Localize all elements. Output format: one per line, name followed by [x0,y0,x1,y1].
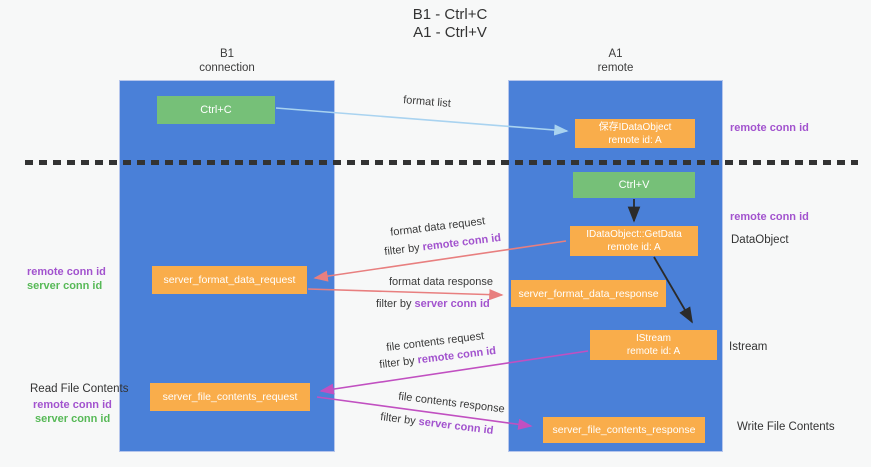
node-save-dataobject: 保存IDataObject remote id: A [575,119,695,148]
arrow-file-contents-request [319,350,589,395]
note-read-file-contents: Read File Contents [30,383,129,395]
node-istream: IStream remote id: A [590,330,717,360]
lane-b1-name: B1 [219,48,235,60]
node-server-format-data-request-label: server_format_data_request [163,274,296,286]
arrow-format-data-response [307,288,504,301]
lane-header-a1: A1 remote [508,47,723,75]
lane-header-b1: B1 connection [119,47,335,75]
node-server-file-contents-response: server_file_contents_response [543,417,705,443]
note-istream: Istream [729,341,768,353]
lane-a1-name: A1 [608,48,623,60]
node-istream-line2: remote id: A [626,346,681,357]
node-istream-line1: IStream [635,333,671,344]
node-server-file-contents-request-label: server_file_contents_request [162,391,298,403]
node-server-file-contents-request: server_file_contents_request [150,383,310,411]
node-save-dataobject-line2: remote id: A [608,134,662,146]
node-ctrl-c: Ctrl+C [157,96,275,124]
node-save-dataobject-line1: 保存IDataObject [598,121,672,133]
arrow-format-list [275,107,569,136]
note-write-file-contents: Write File Contents [737,421,835,433]
arrow-format-data-request [313,240,567,282]
node-ctrl-v-label: Ctrl+V [618,179,650,191]
title-line-1: B1 - Ctrl+C [412,6,488,23]
node-server-format-data-response: server_format_data_response [511,280,666,307]
node-server-format-data-response-label: server_format_data_response [518,287,659,300]
node-ctrl-v: Ctrl+V [573,172,695,198]
note-dataobject: DataObject [731,234,789,246]
lane-a1-role: remote [597,62,634,74]
node-ctrl-c-label: Ctrl+C [200,104,232,116]
node-server-format-data-request: server_format_data_request [152,266,307,294]
dashed-divider [25,160,858,165]
note-left-server-conn-id-2: server conn id [35,413,111,425]
title-line-2: A1 - Ctrl+V [413,24,487,41]
note-left-server-conn-id-1: server conn id [27,280,103,292]
note-remote-conn-id-mid: remote conn id [730,211,809,223]
server-conn-id-text: server conn id [414,298,490,310]
lane-b1-role: connection [199,62,255,74]
label-format-data-response: format data response [389,276,493,288]
note-left-remote-conn-id-2: remote conn id [33,399,112,411]
note-remote-conn-id-top: remote conn id [730,122,809,134]
diagram-title: B1 - Ctrl+C A1 - Ctrl+V [330,6,570,42]
label-filter-by-server-1: filter by server conn id [376,298,490,310]
arrow-getdata-to-istream [653,256,693,324]
node-getdata-line1: IDataObject::GetData [586,229,682,240]
node-getdata: IDataObject::GetData remote id: A [570,226,698,256]
filter-by-text: filter by [376,298,412,310]
arrow-file-contents-response [316,396,533,430]
node-getdata-line2: remote id: A [607,242,661,253]
node-server-file-contents-response-label: server_file_contents_response [552,424,696,436]
note-left-remote-conn-id-1: remote conn id [27,266,106,278]
